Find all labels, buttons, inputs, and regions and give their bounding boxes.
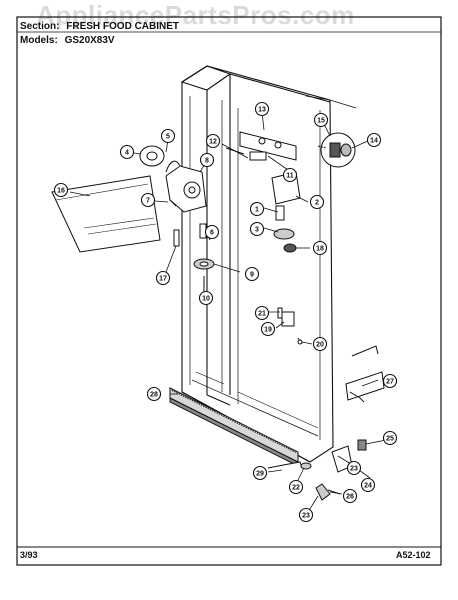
- callout-9: [244, 266, 260, 282]
- callout-text: 1: [255, 207, 259, 214]
- callout-text: 26: [346, 494, 354, 501]
- callout-28: [146, 386, 162, 402]
- callout-text: 17: [159, 276, 167, 283]
- light-socket: [317, 132, 356, 168]
- section-header: Section: FRESH FOOD CABINET: [20, 21, 179, 32]
- callout-21: [254, 305, 270, 321]
- switch-assembly: [271, 171, 301, 253]
- callout-13: [254, 101, 270, 117]
- callout-text: 18: [316, 246, 324, 253]
- callout-text: 9: [250, 272, 254, 279]
- footer-code: A52-102: [396, 550, 431, 560]
- callout-23-b: [346, 460, 362, 476]
- callout-text: 8: [205, 158, 209, 165]
- callout-text: 7: [146, 198, 150, 205]
- callout-text: 10: [202, 296, 210, 303]
- callout-22: [288, 479, 304, 495]
- callout-19: [260, 321, 276, 337]
- page-frame: [16, 16, 442, 566]
- callout-text: 19: [264, 327, 272, 334]
- callout-text: 13: [258, 107, 266, 114]
- callout-text: 29: [256, 471, 264, 478]
- callout-3: [249, 221, 265, 237]
- callout-26: [342, 488, 358, 504]
- callout-12: [205, 133, 221, 149]
- callout-10: [198, 290, 214, 306]
- callout-20: [312, 336, 328, 352]
- callout-text: 6: [210, 230, 214, 237]
- callout-text: 2: [315, 200, 319, 207]
- callout-text: 23: [302, 513, 310, 520]
- base-grille: [169, 387, 299, 467]
- callout-2: [309, 194, 325, 210]
- callout-text: 20: [316, 342, 324, 349]
- callout-25: [382, 430, 398, 446]
- callout-text: 22: [292, 485, 300, 492]
- light-shield: [51, 175, 161, 253]
- callout-text: 24: [364, 483, 372, 490]
- callout-5: [160, 128, 176, 144]
- callout-29: [252, 465, 268, 481]
- callout-text: 25: [386, 436, 394, 443]
- callout-text: 11: [286, 173, 294, 180]
- callout-15: [313, 112, 329, 128]
- callout-text: 5: [166, 134, 170, 141]
- callout-4: [119, 144, 135, 160]
- section-value: FRESH FOOD CABINET: [66, 21, 180, 32]
- callout-text: 3: [255, 227, 259, 234]
- callout-text: 12: [209, 139, 217, 146]
- callout-23-a: [298, 507, 314, 523]
- callout-6: [204, 224, 220, 240]
- callout-text: 4: [125, 150, 129, 157]
- models-header: Models: GS20X83V: [20, 35, 115, 46]
- footer-date: 3/93: [20, 550, 38, 560]
- callout-bubbles: [53, 101, 398, 523]
- callout-16: [53, 182, 69, 198]
- callout-17: [155, 270, 171, 286]
- callout-text: 21: [258, 311, 266, 318]
- callout-27: [382, 373, 398, 389]
- callout-8: [199, 152, 215, 168]
- callout-14: [366, 132, 382, 148]
- callout-text: 28: [150, 392, 158, 399]
- cabinet-body: [180, 65, 357, 463]
- small-hardware: [169, 199, 215, 292]
- callout-24: [360, 477, 376, 493]
- callout-11: [282, 167, 298, 183]
- callout-text: 14: [370, 138, 378, 145]
- callout-7: [140, 192, 156, 208]
- section-label: Section:: [20, 21, 60, 32]
- hinge-hardware: [267, 439, 367, 501]
- upper-module: [225, 131, 297, 161]
- callout-numbers: 1 2 3 4 5 6 7 8 9 10 11 12 13 14 15 16 1…: [57, 107, 394, 520]
- callout-text: 27: [386, 379, 394, 386]
- callout-text: 23: [350, 466, 358, 473]
- callout-text: 15: [317, 118, 325, 125]
- callout-text: 16: [57, 188, 65, 195]
- lower-bracket: [277, 307, 303, 345]
- models-value: GS20X83V: [64, 35, 115, 46]
- callout-18: [312, 240, 328, 256]
- control-housing: [139, 145, 207, 213]
- watermark: AppliancePartsPros.com: [36, 0, 355, 30]
- mullion-bracket: [345, 345, 385, 403]
- models-label: Models:: [20, 35, 58, 46]
- callout-1: [249, 201, 265, 217]
